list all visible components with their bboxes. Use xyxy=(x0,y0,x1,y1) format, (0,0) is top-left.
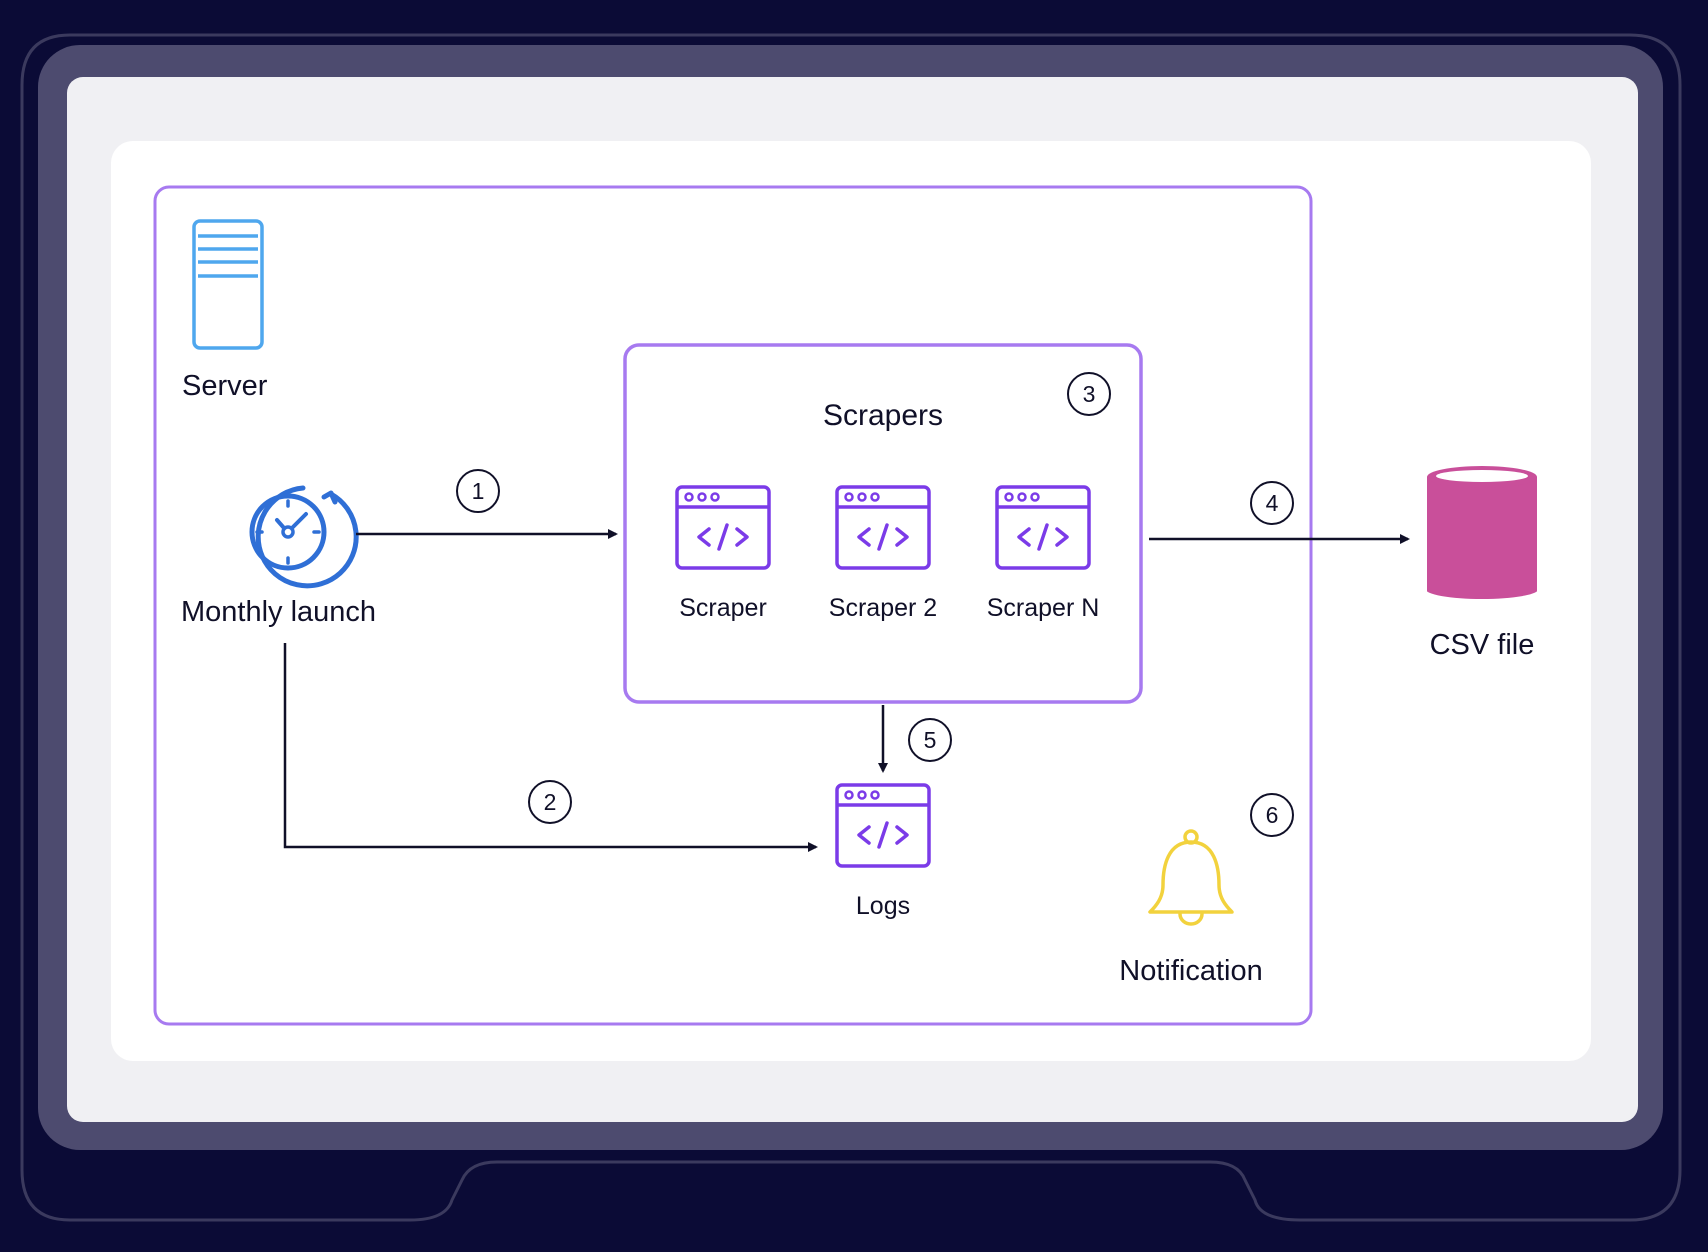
monthly-launch-label: Monthly launch xyxy=(181,596,377,628)
clock-refresh-icon xyxy=(249,485,359,589)
scraper-n-label: Scraper N xyxy=(986,594,1100,622)
step-4-badge: 4 xyxy=(1250,481,1294,525)
csv-file-label: CSV file xyxy=(1429,629,1535,661)
database-icon xyxy=(1424,466,1540,601)
step-6-badge: 6 xyxy=(1250,793,1294,837)
step-5-badge: 5 xyxy=(908,718,952,762)
step-3-badge: 3 xyxy=(1067,372,1111,416)
scraper-n-code-window-icon xyxy=(995,485,1091,570)
logs-label: Logs xyxy=(855,892,911,920)
step-2-badge: 2 xyxy=(528,780,572,824)
server-boundary xyxy=(153,185,1313,1026)
diagram-panel xyxy=(111,141,1591,1061)
scraper-code-window-icon xyxy=(675,485,771,570)
server-icon xyxy=(192,219,264,350)
scraper-2-code-window-icon xyxy=(835,485,931,570)
server-label: Server xyxy=(182,370,268,402)
bell-icon xyxy=(1148,829,1234,926)
step-1-badge: 1 xyxy=(456,469,500,513)
device-frame xyxy=(20,33,1682,1222)
scrapers-group-label: Scrapers xyxy=(822,399,944,432)
scraper-2-label: Scraper 2 xyxy=(828,594,938,622)
device-outer-outline xyxy=(20,33,1682,1222)
scrapers-group-box xyxy=(623,343,1143,704)
edge-launch-to-logs xyxy=(283,643,818,852)
scraper-label: Scraper xyxy=(679,594,767,622)
logs-code-window-icon xyxy=(835,783,931,868)
notification-label: Notification xyxy=(1119,955,1263,987)
